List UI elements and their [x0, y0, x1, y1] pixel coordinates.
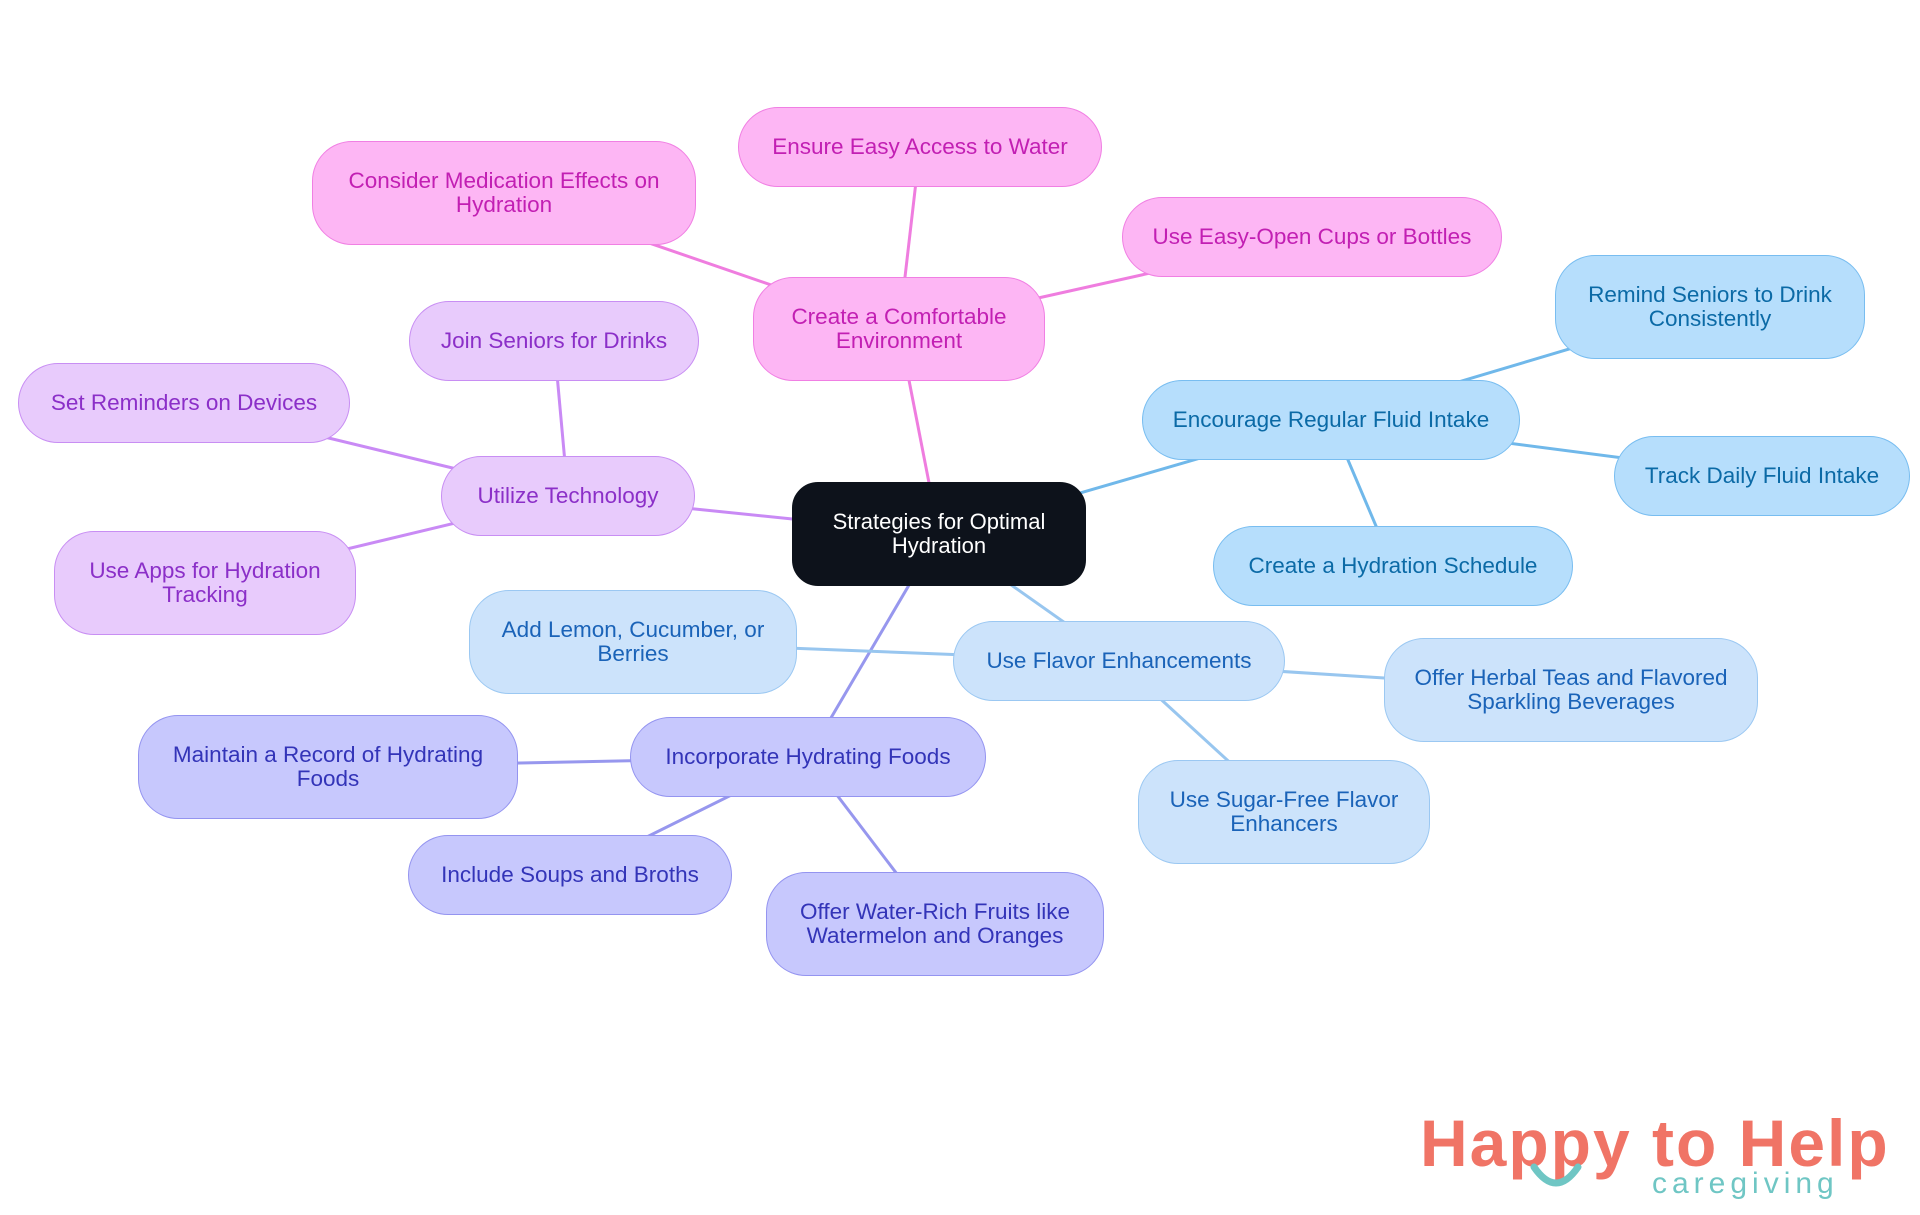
smile-icon	[1530, 1163, 1582, 1187]
node-create-hydration-schedule: Create a Hydration Schedule	[1213, 526, 1573, 606]
node-use-sugar-free-flavor-enhancers: Use Sugar-Free Flavor Enhancers	[1138, 760, 1430, 864]
node-create-comfortable-environment: Create a Comfortable Environment	[753, 277, 1045, 381]
node-utilize-technology: Utilize Technology	[441, 456, 695, 536]
node-include-soups-and-broths: Include Soups and Broths	[408, 835, 732, 915]
node-offer-water-rich-fruits: Offer Water-Rich Fruits like Watermelon …	[766, 872, 1104, 976]
logo-wordmark: Happy to Help	[1420, 1106, 1890, 1180]
node-use-apps-for-hydration-tracking: Use Apps for Hydration Tracking	[54, 531, 356, 635]
logo-tagline: caregiving	[1652, 1167, 1839, 1200]
node-track-daily-fluid-intake: Track Daily Fluid Intake	[1614, 436, 1910, 516]
node-ensure-easy-access-to-water: Ensure Easy Access to Water	[738, 107, 1102, 187]
node-use-easy-open-cups: Use Easy-Open Cups or Bottles	[1122, 197, 1502, 277]
node-consider-medication-effects: Consider Medication Effects on Hydration	[312, 141, 696, 245]
happy-to-help-logo: Happy to Help caregiving	[1420, 1105, 1890, 1205]
node-set-reminders-on-devices: Set Reminders on Devices	[18, 363, 350, 443]
node-add-lemon-cucumber-berries: Add Lemon, Cucumber, or Berries	[469, 590, 797, 694]
node-encourage-regular-fluid-intake: Encourage Regular Fluid Intake	[1142, 380, 1520, 460]
node-join-seniors-for-drinks: Join Seniors for Drinks	[409, 301, 699, 381]
root-node: Strategies for Optimal Hydration	[792, 482, 1086, 586]
node-incorporate-hydrating-foods: Incorporate Hydrating Foods	[630, 717, 986, 797]
node-remind-seniors-to-drink: Remind Seniors to Drink Consistently	[1555, 255, 1865, 359]
node-maintain-record-hydrating-foods: Maintain a Record of Hydrating Foods	[138, 715, 518, 819]
node-use-flavor-enhancements: Use Flavor Enhancements	[953, 621, 1285, 701]
node-offer-herbal-teas: Offer Herbal Teas and Flavored Sparkling…	[1384, 638, 1758, 742]
